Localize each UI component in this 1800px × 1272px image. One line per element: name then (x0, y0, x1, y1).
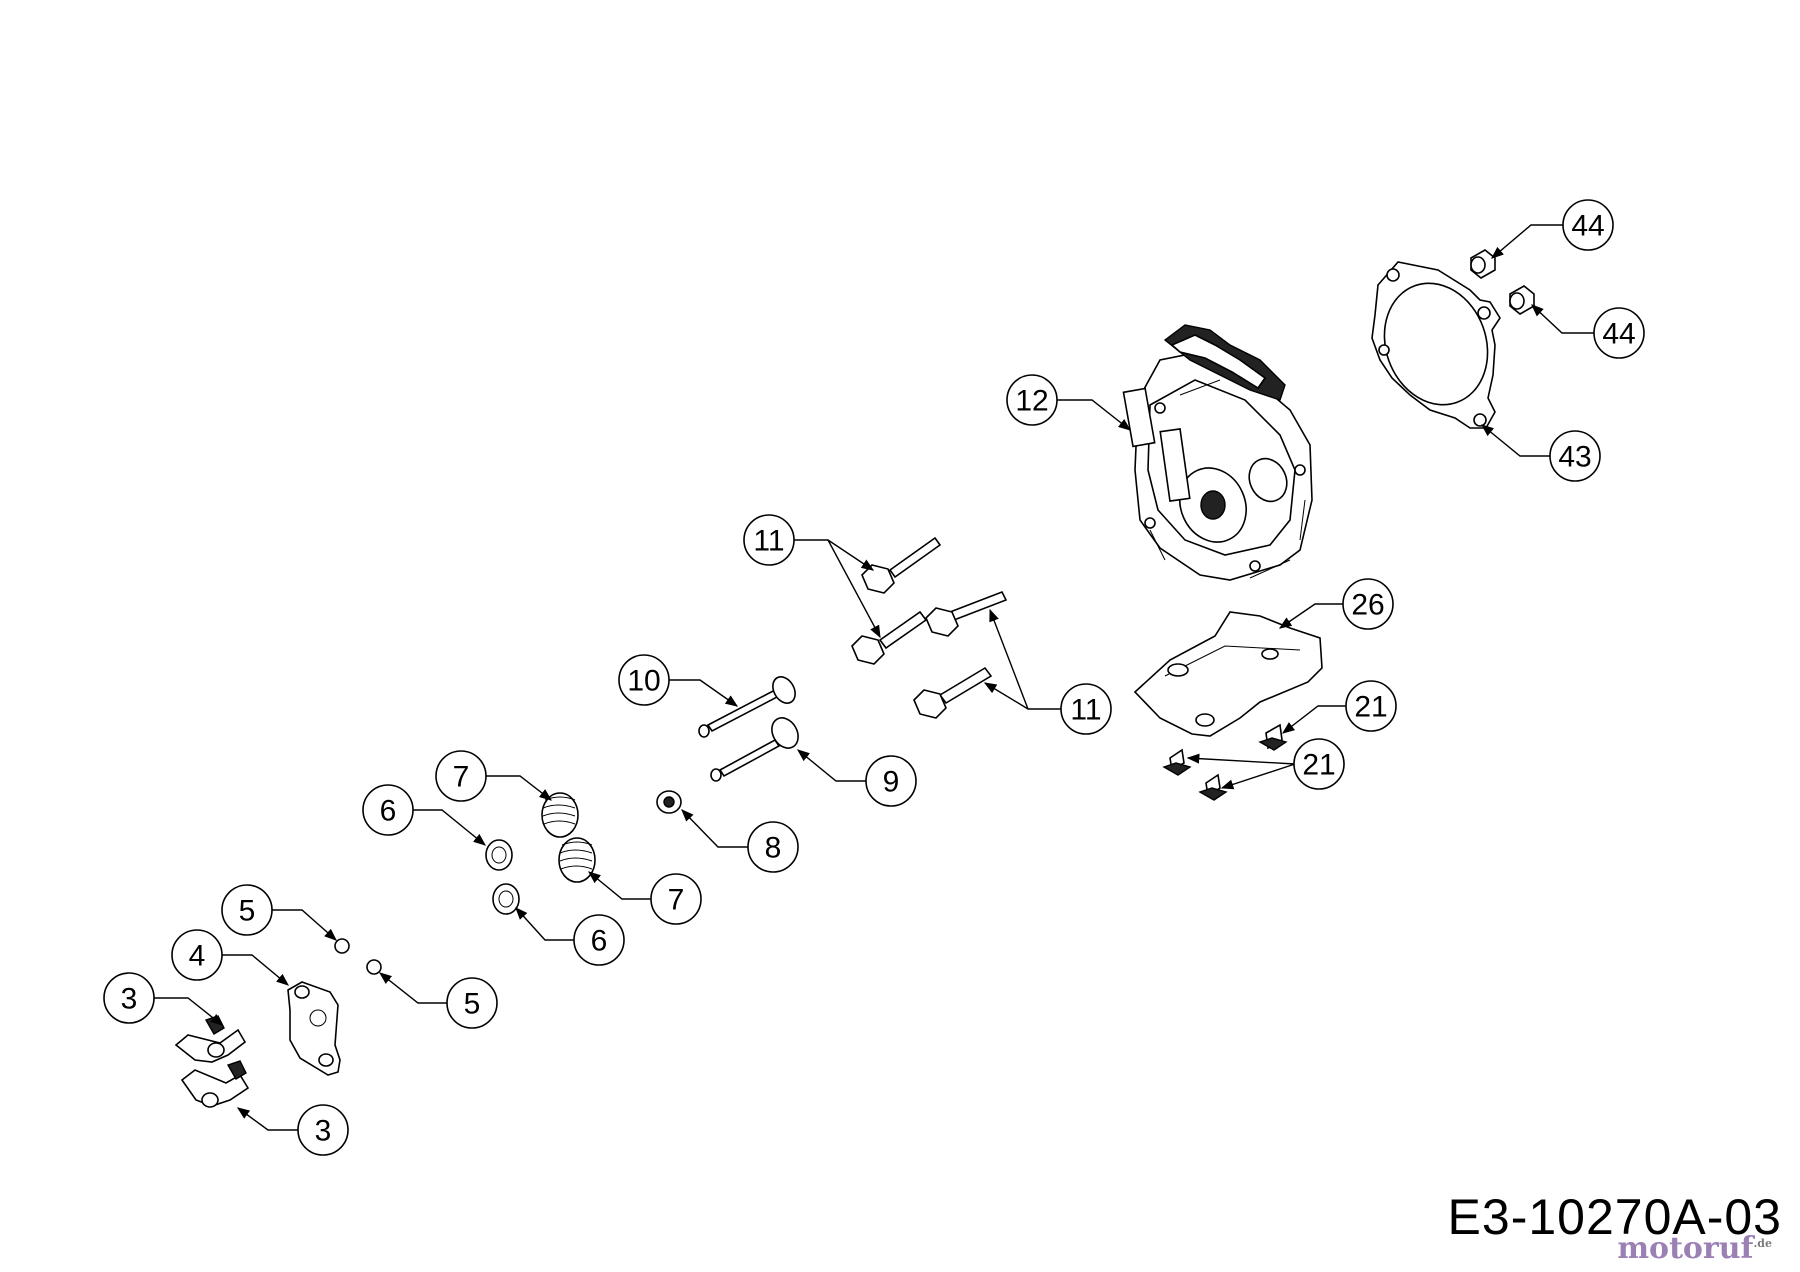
callout-4: 4 (171, 929, 223, 981)
callout-11-a: 11 (743, 514, 795, 566)
callout-10: 10 (618, 654, 670, 706)
callout-26: 26 (1342, 578, 1394, 630)
svg-text:10: 10 (627, 665, 660, 698)
watermark-text: motoruf (1617, 1231, 1754, 1266)
svg-text:5: 5 (239, 895, 256, 928)
valve-10 (698, 676, 796, 738)
callout-12: 12 (1006, 374, 1058, 426)
valve-spring-lower (558, 837, 596, 883)
dowel-pin-lower (1509, 285, 1535, 315)
svg-text:11: 11 (753, 525, 784, 558)
screw-21-c (1198, 773, 1228, 801)
svg-text:21: 21 (1302, 749, 1335, 782)
svg-text:3: 3 (121, 983, 138, 1016)
leader-lines (154, 224, 1594, 1131)
guide-plate (287, 981, 341, 1076)
spring-retainer-upper (485, 839, 513, 871)
callout-8: 8 (747, 821, 799, 873)
drawing-code: E3-10270A-03 (1447, 1189, 1782, 1245)
valve-cap-lower (366, 959, 382, 975)
rocker-arm-upper (174, 1015, 247, 1063)
cylinder-head (1122, 324, 1313, 581)
watermark-suffix: .de (1753, 1237, 1772, 1250)
spring-retainer-lower (492, 883, 520, 915)
head-bolt-3 (925, 590, 1008, 637)
callout-11-b: 11 (1060, 683, 1112, 735)
head-gasket (1371, 261, 1501, 429)
svg-text:44: 44 (1571, 210, 1604, 243)
svg-text:12: 12 (1015, 385, 1048, 418)
head-bolt-1 (861, 536, 942, 594)
callout-9: 9 (865, 755, 917, 807)
svg-text:43: 43 (1558, 441, 1591, 474)
callout-44-b: 44 (1593, 307, 1645, 359)
svg-text:44: 44 (1602, 318, 1635, 351)
callout-7-b: 7 (650, 873, 702, 925)
screw-21-a (1258, 723, 1288, 751)
valve-9 (710, 717, 799, 782)
svg-text:4: 4 (189, 940, 206, 973)
callout-3-b: 3 (297, 1104, 349, 1156)
svg-text:6: 6 (591, 925, 608, 958)
svg-text:3: 3 (315, 1115, 332, 1148)
stem-seal (656, 790, 682, 814)
svg-text:6: 6 (380, 795, 397, 828)
valve-cap-upper (334, 938, 350, 954)
head-bolt-2 (851, 610, 928, 665)
valve-spring-upper (541, 792, 579, 838)
svg-text:9: 9 (883, 766, 900, 799)
callout-6-a: 6 (362, 784, 414, 836)
watermark-logo: motoruf.de (1617, 1231, 1772, 1266)
callout-5-a: 5 (221, 884, 273, 936)
svg-text:26: 26 (1351, 589, 1384, 622)
svg-text:5: 5 (464, 988, 481, 1021)
svg-text:11: 11 (1070, 694, 1101, 727)
callout-5-b: 5 (446, 977, 498, 1029)
screw-21-b (1162, 748, 1192, 776)
dowel-pin-upper (1470, 249, 1496, 279)
svg-text:21: 21 (1354, 691, 1387, 724)
callout-6-b: 6 (573, 914, 625, 966)
heat-shield (1133, 611, 1323, 737)
callout-7-a: 7 (435, 750, 487, 802)
callout-3-a: 3 (103, 972, 155, 1024)
head-bolt-4 (913, 666, 993, 719)
callout-43: 43 (1549, 430, 1601, 482)
svg-text:7: 7 (668, 884, 685, 917)
callout-44-a: 44 (1562, 199, 1614, 251)
svg-text:8: 8 (765, 832, 782, 865)
rocker-arm-lower (180, 1060, 250, 1108)
callout-21-a: 21 (1345, 680, 1397, 732)
callout-21-b: 21 (1293, 738, 1345, 790)
svg-text:7: 7 (453, 761, 470, 794)
